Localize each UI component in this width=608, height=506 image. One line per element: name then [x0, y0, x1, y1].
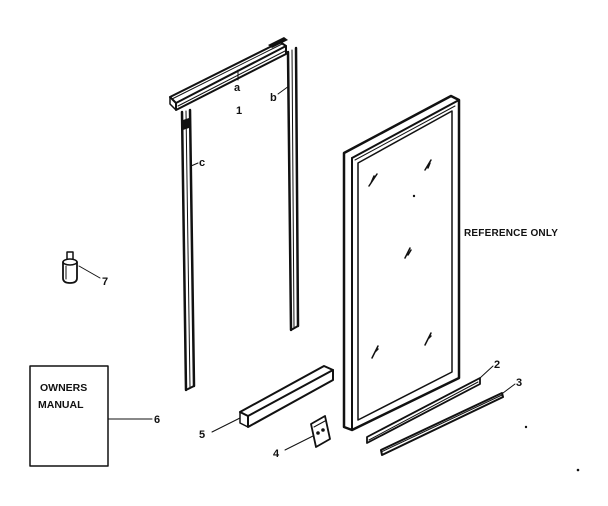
- door-panel: [342, 94, 461, 432]
- callout-7: 7: [102, 276, 108, 288]
- right-jamb: [286, 46, 300, 332]
- callout-4: 4: [273, 448, 280, 460]
- callout-frame-number: 1: [236, 105, 242, 117]
- glass-marks: [368, 159, 432, 359]
- callout-2: 2: [494, 359, 500, 371]
- part-6-owners-manual: OWNERS MANUAL 6: [29, 365, 160, 467]
- reference-only-note: REFERENCE ONLY: [464, 228, 558, 239]
- part-5-block: 5: [199, 365, 334, 441]
- door-frame-assembly: a b 1 c: [169, 37, 300, 392]
- callout-b: b: [270, 92, 277, 104]
- callout-a: a: [234, 82, 241, 94]
- part-2-sweep: 2: [366, 359, 500, 444]
- manual-title-line1: OWNERS: [40, 382, 87, 394]
- part-3-strip: 3: [380, 377, 522, 456]
- callout-5: 5: [199, 429, 205, 441]
- callout-6: 6: [154, 414, 160, 426]
- header-rail: [169, 37, 288, 111]
- callout-3: 3: [516, 377, 522, 389]
- part-4-bracket: 4: [273, 415, 331, 460]
- scan-specks: [412, 194, 580, 472]
- left-jamb: [180, 108, 196, 392]
- part-7-bottle: 7: [62, 251, 108, 288]
- callout-c: c: [199, 157, 205, 169]
- manual-title-line2: MANUAL: [38, 399, 84, 411]
